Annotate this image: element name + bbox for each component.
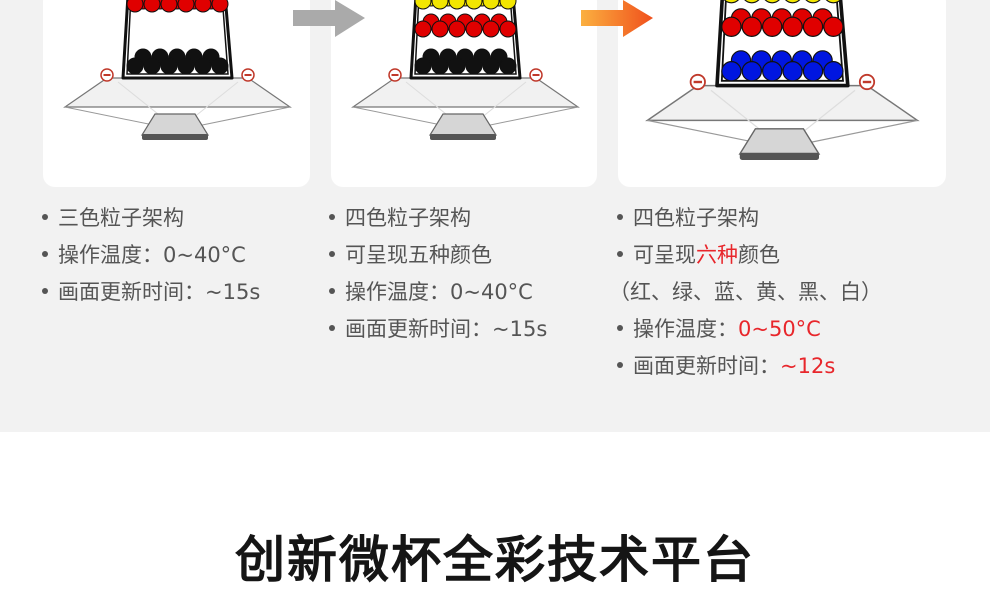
particle bbox=[126, 57, 144, 75]
feature-item: 四色粒子架构 bbox=[615, 200, 882, 237]
card-four-color-six bbox=[618, 0, 946, 187]
particle bbox=[143, 0, 161, 13]
particle bbox=[414, 57, 432, 75]
particle bbox=[431, 57, 449, 75]
pedestal bbox=[428, 113, 498, 136]
particle bbox=[211, 0, 229, 13]
feature-item: 操作温度：0~40°C bbox=[327, 274, 547, 311]
card-three-color bbox=[43, 0, 310, 187]
particle bbox=[414, 0, 432, 10]
feature-item: 三色粒子架构 bbox=[40, 200, 260, 237]
particle bbox=[465, 0, 483, 10]
section-title: 创新微杯全彩技术平台 bbox=[235, 531, 755, 589]
particle bbox=[762, 16, 783, 38]
particle bbox=[744, 0, 760, 4]
pedestal bbox=[738, 128, 821, 155]
particle bbox=[465, 57, 483, 75]
feature-item: 四色粒子架构 bbox=[327, 200, 547, 237]
particle bbox=[741, 61, 763, 82]
microcup-illustration bbox=[351, 0, 580, 140]
feature-item-note: （红、绿、蓝、黄、黑、白） bbox=[609, 280, 882, 304]
particle bbox=[823, 61, 844, 82]
particle bbox=[499, 0, 517, 10]
feature-item: 画面更新时间：~12s bbox=[615, 348, 882, 385]
particle bbox=[782, 61, 803, 82]
particle bbox=[482, 20, 500, 38]
particle bbox=[825, 0, 841, 4]
particle bbox=[721, 16, 742, 38]
particle bbox=[177, 57, 195, 75]
base-plate bbox=[645, 84, 920, 122]
particle bbox=[160, 57, 178, 75]
feature-list-2: 四色粒子架构 可呈现五种颜色 操作温度：0~40°C 画面更新时间：~15s bbox=[327, 200, 547, 348]
particle bbox=[431, 0, 449, 10]
particle bbox=[194, 0, 212, 13]
feature-item: 操作温度：0~40°C bbox=[40, 237, 260, 274]
feature-item: 画面更新时间：~15s bbox=[40, 274, 260, 311]
particle bbox=[482, 57, 500, 75]
particle bbox=[741, 16, 763, 38]
particle bbox=[499, 57, 517, 75]
feature-item: 操作温度：0~50°C bbox=[615, 311, 882, 348]
particle bbox=[160, 0, 178, 13]
particle bbox=[448, 57, 466, 75]
particle bbox=[723, 0, 739, 4]
base-plate bbox=[63, 77, 292, 108]
particle bbox=[465, 20, 483, 38]
pedestal bbox=[140, 113, 210, 136]
particle bbox=[448, 0, 466, 10]
particle bbox=[482, 0, 500, 10]
particle bbox=[805, 0, 821, 4]
particle bbox=[764, 0, 780, 4]
particle bbox=[782, 16, 803, 38]
particle bbox=[143, 57, 161, 75]
feature-item: 可呈现六种颜色 bbox=[615, 237, 882, 274]
particle bbox=[762, 61, 783, 82]
particle bbox=[177, 0, 195, 13]
microcup-illustration bbox=[63, 0, 292, 140]
card-four-color bbox=[331, 0, 597, 187]
particle bbox=[785, 0, 801, 4]
microcup-illustration bbox=[645, 0, 920, 160]
feature-list-3: 四色粒子架构 可呈现六种颜色 （红、绿、蓝、黄、黑、白） 操作温度：0~50°C… bbox=[609, 200, 882, 385]
base-plate bbox=[351, 77, 580, 108]
particle bbox=[414, 20, 432, 38]
particle bbox=[126, 0, 144, 13]
arrow-right-icon bbox=[293, 0, 365, 37]
particle bbox=[211, 57, 229, 75]
feature-list-1: 三色粒子架构 操作温度：0~40°C 画面更新时间：~15s bbox=[40, 200, 260, 311]
particle bbox=[448, 20, 466, 38]
comparison-panel: 三色粒子架构 操作温度：0~40°C 画面更新时间：~15s 四色粒子架构 可呈… bbox=[0, 0, 990, 432]
particle bbox=[431, 20, 449, 38]
feature-item: 可呈现五种颜色 bbox=[327, 237, 547, 274]
particle bbox=[802, 61, 824, 82]
particle bbox=[802, 16, 824, 38]
arrow-right-icon bbox=[581, 0, 653, 37]
particle bbox=[194, 57, 212, 75]
feature-item: 画面更新时间：~15s bbox=[327, 311, 547, 348]
particle bbox=[823, 16, 844, 38]
particle bbox=[721, 61, 742, 82]
particle bbox=[499, 20, 517, 38]
